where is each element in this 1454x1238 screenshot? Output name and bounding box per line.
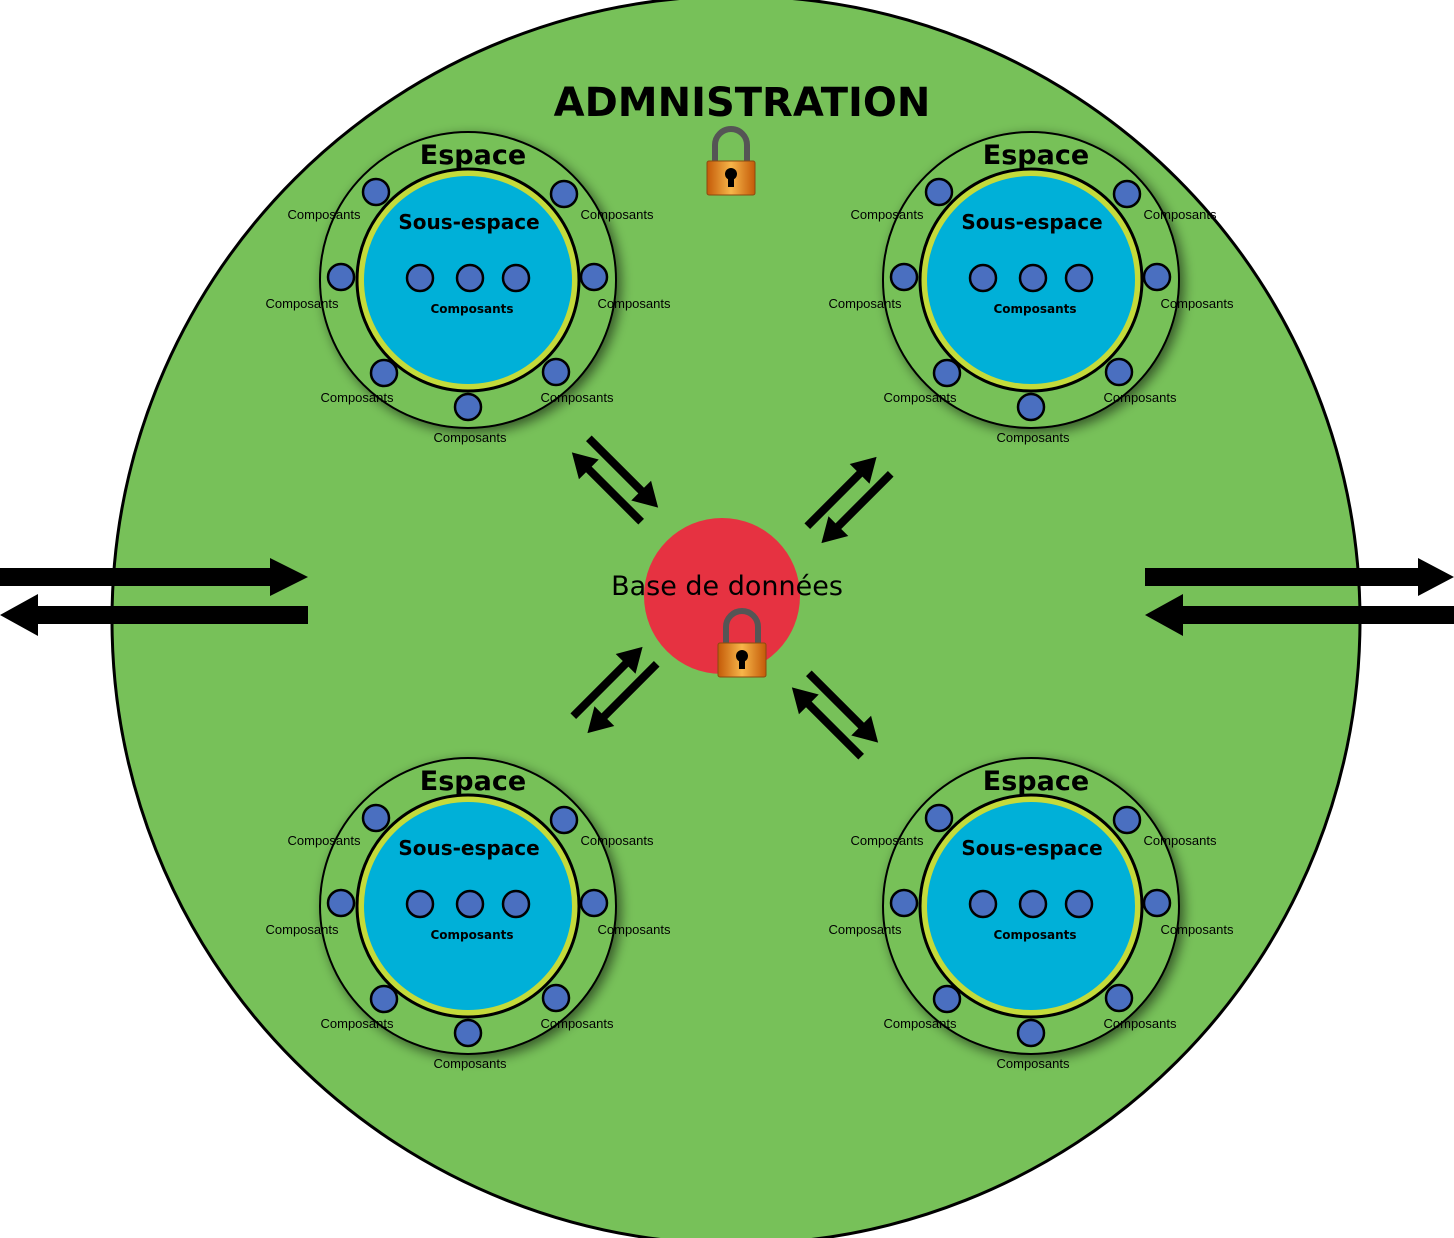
component-dot: [361, 177, 391, 207]
component-dot: [889, 262, 919, 292]
component-dot: [1104, 357, 1134, 387]
component-dot: [453, 392, 483, 422]
component-label: Composants: [851, 833, 924, 848]
component-dot: [889, 888, 919, 918]
component-dot: [1016, 392, 1046, 422]
external-arrows-left: [0, 558, 308, 636]
component-label: Composants: [266, 922, 339, 937]
subspace-label: Sous-espace: [398, 836, 539, 860]
component-dot: [924, 177, 954, 207]
component-dot: [455, 263, 485, 293]
component-dot: [326, 262, 356, 292]
space-label: Espace: [420, 766, 526, 797]
component-dot: [549, 179, 579, 209]
component-label: Composants: [581, 207, 654, 222]
component-dot: [361, 803, 391, 833]
component-label: Composants: [434, 430, 507, 445]
component-label: Composants: [997, 1056, 1070, 1071]
component-label: Composants: [1104, 1016, 1177, 1031]
component-dot: [1112, 805, 1142, 835]
component-dot: [968, 889, 998, 919]
component-label: Composants: [1144, 833, 1217, 848]
component-dot: [924, 803, 954, 833]
subspace-label: Sous-espace: [398, 210, 539, 234]
component-label: Composants: [581, 833, 654, 848]
database-label: Base de données: [611, 571, 843, 602]
component-dot: [501, 263, 531, 293]
component-label: Composants: [434, 1056, 507, 1071]
component-label: Composants: [321, 1016, 394, 1031]
component-dot: [579, 888, 609, 918]
component-dot: [405, 263, 435, 293]
component-label: Composants: [1104, 390, 1177, 405]
component-dot: [549, 805, 579, 835]
component-dot: [405, 889, 435, 919]
component-dot: [326, 888, 356, 918]
component-dot: [1064, 263, 1094, 293]
component-dot: [968, 263, 998, 293]
component-label: Composants: [321, 390, 394, 405]
subspace-components-label: Composants: [993, 928, 1076, 942]
component-dot: [1018, 889, 1048, 919]
component-label: Composants: [598, 296, 671, 311]
component-label: Composants: [288, 833, 361, 848]
component-dot: [501, 889, 531, 919]
component-label: Composants: [829, 296, 902, 311]
component-dot: [1018, 263, 1048, 293]
external-arrows-right: [1145, 558, 1454, 636]
subspace-components-label: Composants: [430, 302, 513, 316]
component-dot: [369, 358, 399, 388]
component-dot: [1142, 888, 1172, 918]
component-dot: [1142, 262, 1172, 292]
space-label: Espace: [983, 766, 1089, 797]
component-label: Composants: [541, 390, 614, 405]
component-dot: [579, 262, 609, 292]
subspace-components-label: Composants: [993, 302, 1076, 316]
component-dot: [1064, 889, 1094, 919]
subspace-components-label: Composants: [430, 928, 513, 942]
subspace-label: Sous-espace: [961, 210, 1102, 234]
component-dot: [369, 984, 399, 1014]
space-label: Espace: [983, 140, 1089, 171]
component-dot: [932, 984, 962, 1014]
component-dot: [541, 983, 571, 1013]
component-dot: [455, 889, 485, 919]
component-label: Composants: [1161, 922, 1234, 937]
component-label: Composants: [851, 207, 924, 222]
component-dot: [541, 357, 571, 387]
administration-title: ADMNISTRATION: [554, 80, 931, 126]
subspace-label: Sous-espace: [961, 836, 1102, 860]
component-label: Composants: [997, 430, 1070, 445]
component-label: Composants: [1144, 207, 1217, 222]
component-label: Composants: [288, 207, 361, 222]
component-dot: [1016, 1018, 1046, 1048]
component-label: Composants: [829, 922, 902, 937]
component-label: Composants: [266, 296, 339, 311]
component-label: Composants: [884, 390, 957, 405]
component-label: Composants: [598, 922, 671, 937]
component-label: Composants: [1161, 296, 1234, 311]
component-dot: [1112, 179, 1142, 209]
component-label: Composants: [884, 1016, 957, 1031]
component-dot: [453, 1018, 483, 1048]
component-dot: [932, 358, 962, 388]
component-label: Composants: [541, 1016, 614, 1031]
space-label: Espace: [420, 140, 526, 171]
component-dot: [1104, 983, 1134, 1013]
